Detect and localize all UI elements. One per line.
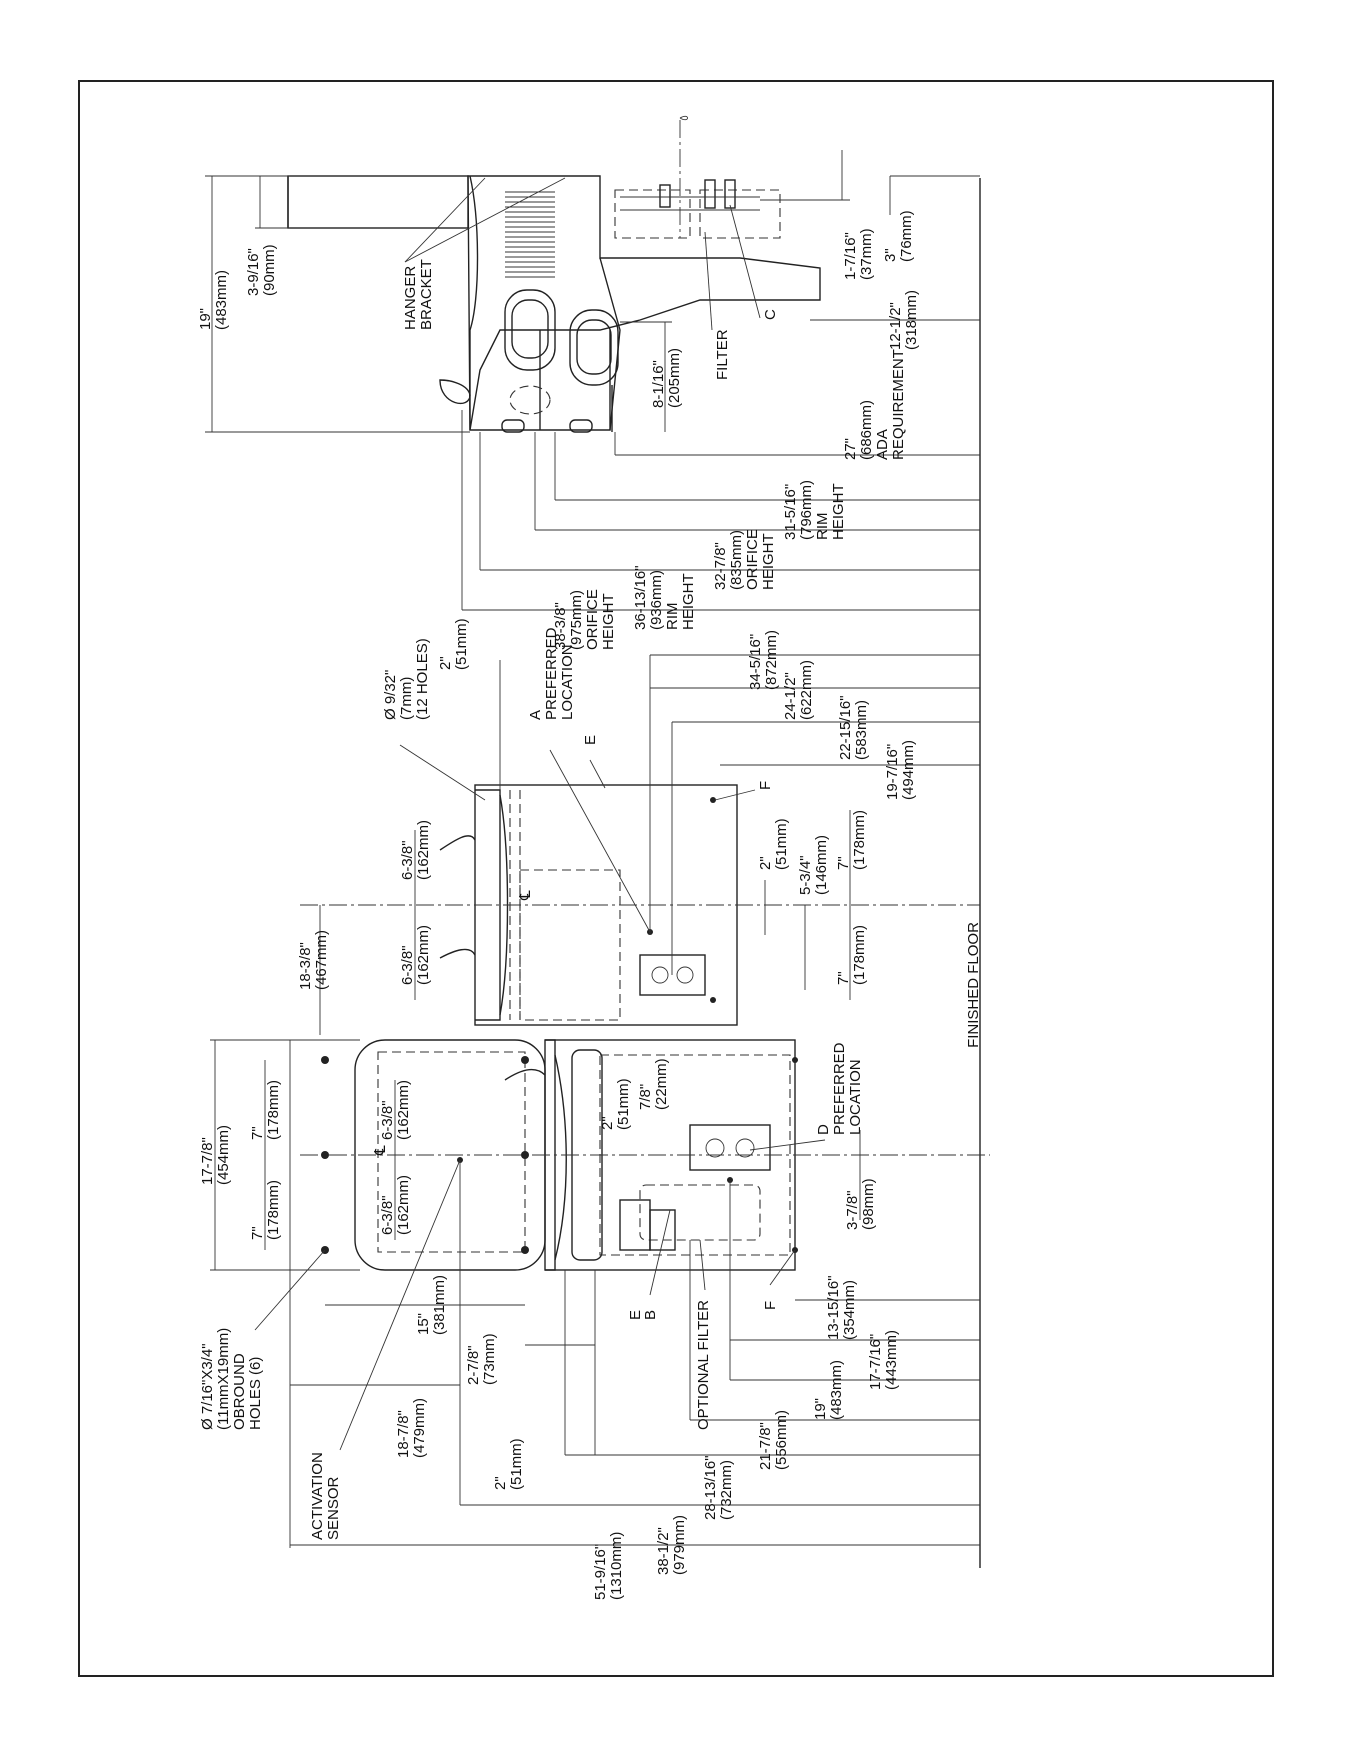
dim-7-d: 7" (178mm) [249, 1180, 282, 1240]
dim-15: 15" (381mm) [415, 1275, 448, 1335]
dim-6-3-8-a: 6-3/8" (162mm) [399, 820, 432, 880]
dim-rim-36-13-16: 36-13/16" (936mm) RIM HEIGHT [632, 561, 697, 630]
top-view-labels: 17-7/8" (454mm) 7" (178mm) 7" (178mm) 6-… [199, 1038, 980, 1600]
e-bottom-label: E [627, 1310, 644, 1320]
dim-21-7-8: 21-7/8" (556mm) [757, 1410, 790, 1470]
dim-2-7-8: 2-7/8" (73mm) [465, 1333, 498, 1385]
dim-34-5-16: 34-5/16" (872mm) [747, 630, 780, 690]
dim-7-b: 7" (178mm) [835, 925, 868, 985]
dim-orifice-32-7-8: 32-7/8" (835mm) ORIFICE HEIGHT [712, 525, 777, 590]
filter-label: FILTER [714, 329, 731, 380]
f-bottom-label: F [762, 1301, 779, 1310]
dim-19-b: 19" (483mm) [812, 1360, 845, 1420]
dim-2-bottom: 2" (51mm) [492, 1438, 525, 1490]
dim-22-15-16: 22-15/16" (583mm) [837, 691, 870, 760]
dim-7-a: 7" (178mm) [835, 810, 868, 870]
dim-18-7-8: 18-7/8" (479mm) [395, 1398, 428, 1458]
dim-17-7-16: 17-7/16" (443mm) [867, 1330, 900, 1390]
activation-sensor-label: ACTIVATION SENSOR [309, 1448, 342, 1540]
dim-24-1-2: 24-1/2" (622mm) [782, 660, 815, 720]
dim-2-top: 2" (51mm) [437, 618, 470, 670]
dim-7-c: 7" (178mm) [249, 1080, 282, 1140]
finished-floor-label: FINISHED FLOOR [965, 922, 982, 1048]
front-view-labels: Ø 9/32" (7mm) (12 HOLES) 2" (51mm) A PRE… [297, 618, 980, 1035]
e-top-label: E [582, 735, 599, 745]
f-top-label: F [757, 781, 774, 790]
dim-19-7-16: 19-7/16" (494mm) [884, 740, 917, 800]
dim-18-3-8: 18-3/8" (467mm) [297, 930, 330, 990]
dim-2-mid: 2" (51mm) [757, 818, 790, 870]
dim-51-9-16: 51-9/16" (1310mm) [592, 1532, 625, 1600]
obround-holes-label: Ø 7/16"X3/4" (11mmX19mm) OBROUND HOLES (… [199, 1324, 264, 1430]
centerline-mark-bottom: ℄ [372, 1145, 389, 1156]
dim-17-7-8: 17-7/8" (454mm) [199, 1125, 232, 1185]
dim-1-7-16: 1-7/16" (37mm) [842, 228, 875, 280]
holes-9-32-label: Ø 9/32" (7mm) (12 HOLES) [382, 638, 431, 720]
side-view: HANGER BRACKET FILTER C [287, 115, 821, 433]
dim-orifice-38-3-8: 38-3/8" (975mm) ORIFICE HEIGHT [552, 585, 617, 650]
dim-3-7-8: 3-7/8" (98mm) [844, 1178, 877, 1230]
dim-6-3-8-b: 6-3/8" (162mm) [399, 925, 432, 985]
b-label: B [642, 1310, 659, 1320]
optional-filter-label: OPTIONAL FILTER [695, 1300, 712, 1430]
front-view: ℄ [300, 784, 980, 1026]
dim-3: 3" (76mm) [882, 210, 915, 262]
centerline-mark-top: ℄ [517, 890, 534, 901]
dim-3-9-16: 3-9/16" (90mm) [245, 244, 278, 296]
dim-5-3-4: 5-3/4" (146mm) [797, 835, 830, 895]
dim-8-1-16: 8-1/16" (205mm) [650, 348, 683, 408]
preferred-location-a-label: A PREFERRED LOCATION [527, 623, 576, 720]
dim-19: 19" (483mm) [197, 270, 230, 330]
dim-13-15-16: 13-15/16" (354mm) [825, 1271, 858, 1340]
dim-ada-27: 27" (686mm) ADA REQUIREMENT [842, 349, 907, 460]
dim-6-3-8-d: 6-3/8" (162mm) [379, 1175, 412, 1235]
grille [505, 191, 555, 278]
c-label: C [762, 309, 779, 320]
dim-7-8: 7/8" (22mm) [637, 1058, 670, 1110]
dim-28-13-16: 28-13/16" (732mm) [702, 1451, 735, 1520]
dim-12-1-2: 12-1/2" (318mm) [887, 290, 920, 350]
dim-2-low: 2" (51mm) [599, 1078, 632, 1130]
side-view-dimensions: 19" (483mm) 3-9/16" (90mm) 8-1/16" (205m… [197, 150, 980, 650]
dim-rim-31-5-16: 31-5/16" (796mm) RIM HEIGHT [782, 476, 847, 540]
dim-38-1-2: 38-1/2" (979mm) [655, 1515, 688, 1575]
page-border [78, 80, 1274, 1677]
hanger-bracket-label: HANGER BRACKET [402, 259, 435, 330]
preferred-location-d-label: D PREFERRED LOCATION [815, 1038, 864, 1135]
dim-6-3-8-c: 6-3/8" (162mm) [379, 1080, 412, 1140]
